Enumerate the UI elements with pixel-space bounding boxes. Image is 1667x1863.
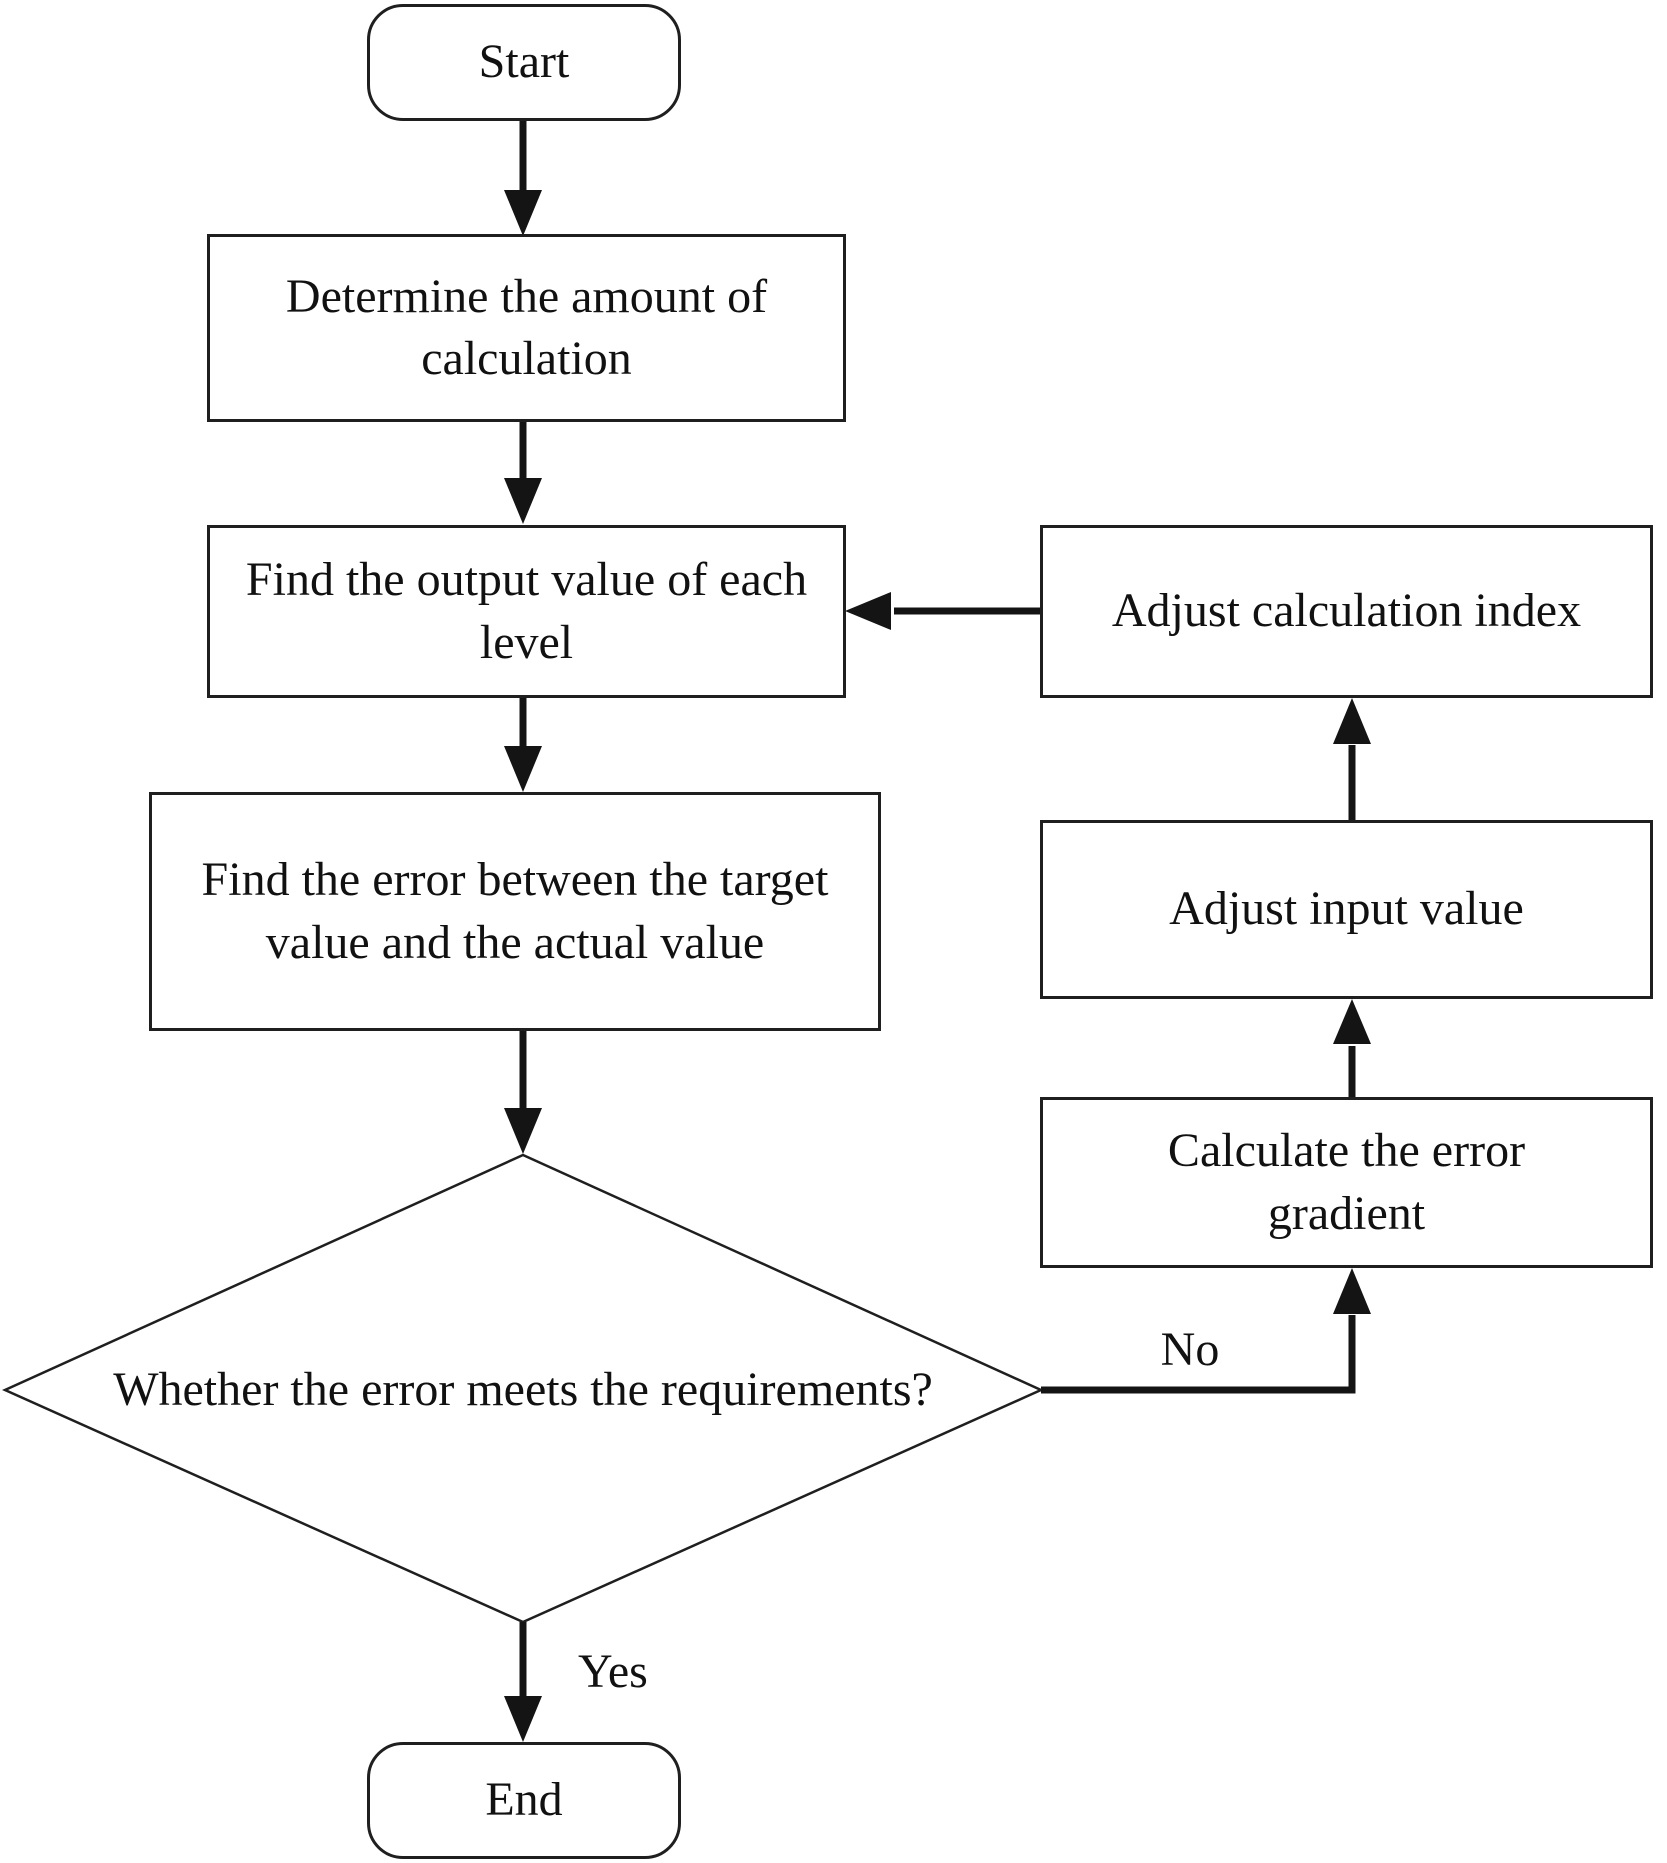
node-error-check-label: Whether the error meets the requirements… <box>113 1362 933 1416</box>
node-adjust-input-value: Adjust input value <box>1040 820 1653 999</box>
arrow-determine-to-findoutput <box>504 421 542 524</box>
node-find-error: Find the error between the target value … <box>149 792 881 1031</box>
arrow-yes-decision-to-end <box>504 1622 542 1742</box>
edge-label-yes: Yes <box>578 1644 648 1698</box>
arrow-no-decision-to-calcgradient <box>1041 1268 1371 1394</box>
edge-label-no: No <box>1160 1322 1220 1376</box>
node-find-output-value: Find the output value of each level <box>207 525 846 698</box>
arrow-calcgradient-to-adjustinput <box>1333 999 1371 1097</box>
arrow-finderror-to-decision <box>504 1030 542 1154</box>
node-start: Start <box>367 4 681 121</box>
node-end: End <box>367 1742 681 1859</box>
node-determine-amount: Determine the amount of calculation <box>207 234 846 422</box>
arrow-findoutput-to-finderror <box>504 697 542 792</box>
arrow-start-to-determine <box>504 121 542 236</box>
arrow-adjustinput-to-adjustindex <box>1333 698 1371 820</box>
arrow-adjustindex-to-findoutput <box>845 592 1040 630</box>
node-calculate-error-gradient: Calculate the error gradient <box>1040 1097 1653 1268</box>
node-adjust-calculation-index: Adjust calculation index <box>1040 525 1653 698</box>
